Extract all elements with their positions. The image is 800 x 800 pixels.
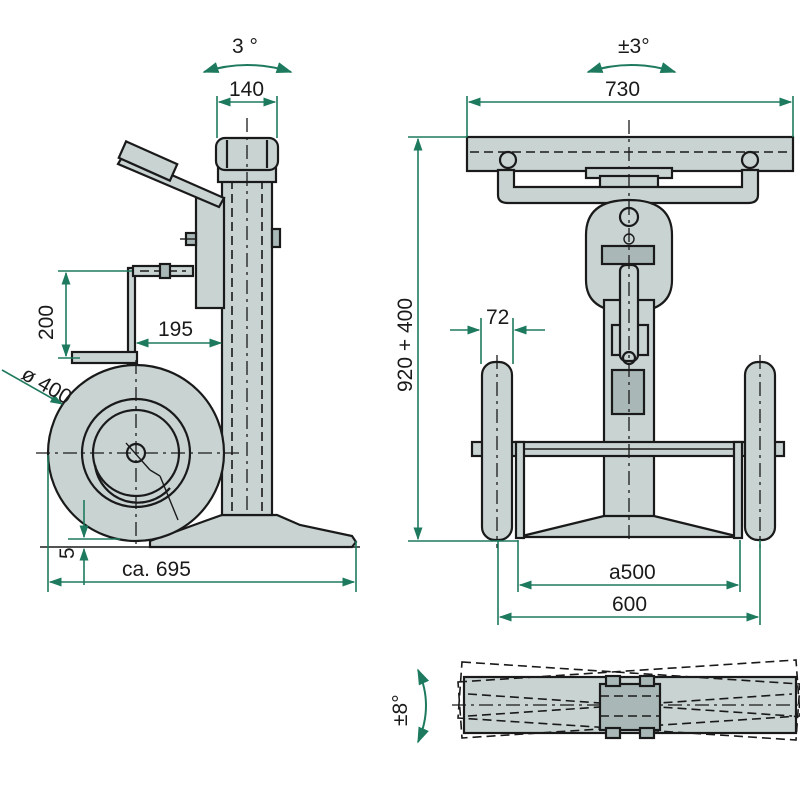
side-wheel (36, 360, 244, 548)
front-height-label: 920 + 400 (394, 298, 417, 392)
side-overall-length-label: ca. 695 (122, 558, 191, 581)
front-track-width-label: 600 (612, 593, 647, 616)
front-base-width-label: a500 (609, 561, 656, 584)
front-tilt-label: ±3° (618, 35, 650, 58)
side-crank-arm (126, 266, 137, 366)
front-wheel-left (480, 355, 514, 548)
front-wheel-width-label: 72 (486, 306, 509, 329)
top-hub (598, 682, 662, 732)
top-swivel-label: ±8° (389, 694, 412, 726)
top-view: ±8° (389, 659, 800, 744)
side-view: 3 ° 140 200 195 ø 400 5 ca. 695 (1, 35, 360, 592)
front-view: ±3° 730 920 + 400 72 a500 600 (394, 35, 795, 625)
side-column-width-label: 140 (229, 78, 264, 101)
side-tilt-label: 3 ° (232, 35, 258, 58)
side-wheel-diameter-label: ø 400 (18, 362, 76, 409)
front-yoke (496, 168, 760, 205)
front-wheel-right (743, 355, 777, 548)
side-crank-pedal (70, 350, 139, 365)
side-crank-offset-label: 195 (158, 318, 193, 341)
side-crank-height-label: 200 (35, 305, 58, 340)
front-top-plate (465, 135, 795, 173)
side-gearbox (194, 196, 226, 310)
side-ground-clearance-label: 5 (56, 547, 79, 559)
front-plate-width-label: 730 (605, 78, 640, 101)
